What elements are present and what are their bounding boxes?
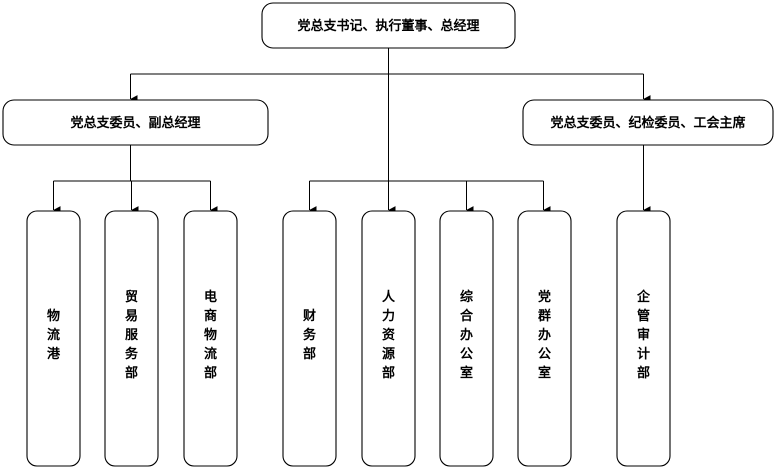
- node-left-manager[interactable]: 党总支委员、副总经理: [2, 99, 269, 146]
- node-department-6[interactable]: 党群办公室: [517, 210, 572, 467]
- node-right-manager[interactable]: 党总支委员、纪检委员、工会主席: [522, 99, 774, 146]
- connector-group-left-manager-to-departments: [52, 145, 218, 214]
- node-department-2-box[interactable]: [183, 210, 238, 467]
- node-department-6-label: 党群办公室: [538, 289, 551, 381]
- node-department-3[interactable]: 财务部: [282, 210, 337, 467]
- node-department-5-box[interactable]: [439, 210, 494, 467]
- node-department-7-box[interactable]: [616, 210, 671, 467]
- connector-group-root-to-departments: [308, 180, 551, 214]
- node-right-manager-box[interactable]: [522, 99, 774, 146]
- node-department-1-box[interactable]: [104, 210, 159, 467]
- node-root-label: 党总支书记、执行董事、总经理: [297, 18, 479, 34]
- node-root[interactable]: 党总支书记、执行董事、总经理: [261, 2, 516, 49]
- node-department-5-label: 综合办公室: [460, 289, 474, 381]
- node-department-1[interactable]: 贸易服务部: [104, 210, 159, 467]
- node-department-1-label: 贸易服务部: [125, 289, 139, 381]
- node-department-4-label: 人力资源部: [382, 289, 396, 381]
- node-department-3-box[interactable]: [282, 210, 337, 467]
- node-department-0-label: 物流港: [47, 308, 61, 362]
- department-node-layer: 物流港 贸易服务部 电商物流部 财务部 人力资源部 综合办公室 党群办公室 企管审计部: [26, 210, 671, 467]
- node-left-manager-label: 党总支委员、副总经理: [70, 115, 200, 131]
- node-department-5[interactable]: 综合办公室: [439, 210, 494, 467]
- node-department-7-label: 企管审计部: [636, 289, 651, 381]
- node-department-4-box[interactable]: [361, 210, 416, 467]
- node-department-6-box[interactable]: [517, 210, 572, 467]
- node-department-3-label: 财务部: [303, 308, 317, 362]
- node-department-0-box[interactable]: [26, 210, 81, 467]
- node-department-7[interactable]: 企管审计部: [616, 210, 671, 467]
- node-department-0[interactable]: 物流港: [26, 210, 81, 467]
- connector-group-level1-to-level2: [129, 48, 651, 181]
- node-right-manager-label: 党总支委员、纪检委员、工会主席: [550, 115, 745, 131]
- node-department-2-label: 电商物流部: [204, 289, 217, 381]
- node-root-box[interactable]: [261, 2, 516, 49]
- node-department-2[interactable]: 电商物流部: [183, 210, 238, 467]
- node-department-4[interactable]: 人力资源部: [361, 210, 416, 467]
- node-left-manager-box[interactable]: [2, 99, 269, 146]
